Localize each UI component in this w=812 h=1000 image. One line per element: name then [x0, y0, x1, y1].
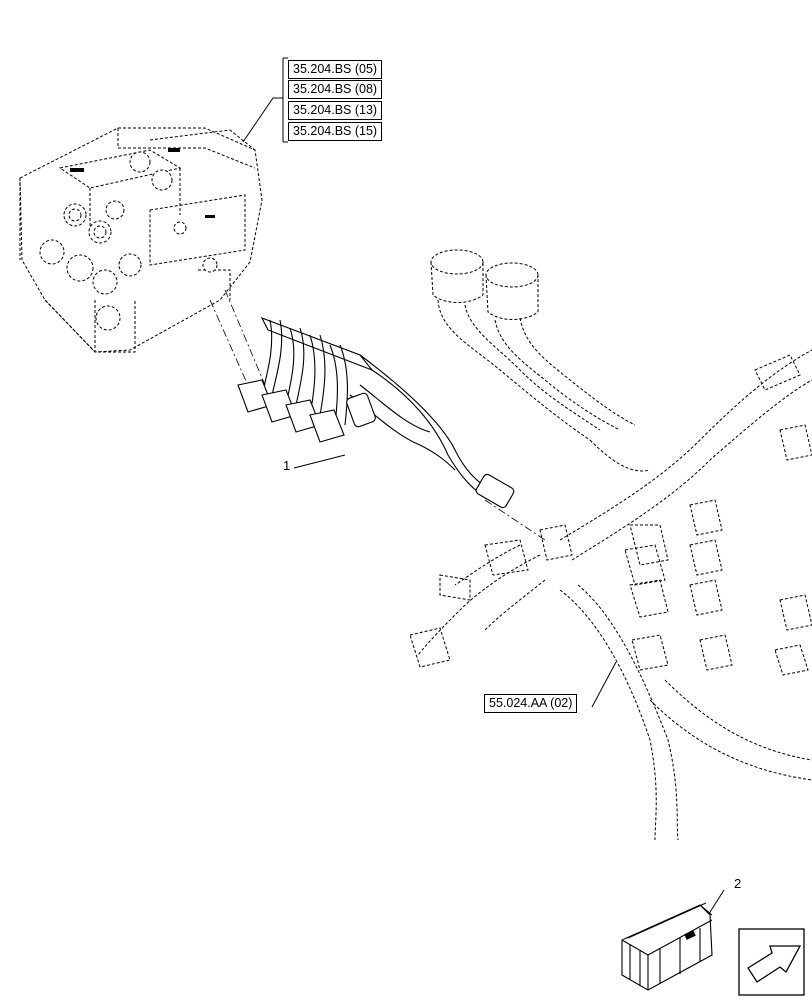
valve-harness-item-1 — [260, 316, 491, 496]
leader-lines — [293, 454, 725, 921]
callout-item-2: 2 — [734, 876, 742, 891]
assembly-guide-lines — [209, 289, 546, 541]
valve-marks — [70, 148, 215, 218]
plug-connectors — [237, 379, 515, 509]
next-page-arrow-icon[interactable] — [738, 928, 805, 996]
valve-ref-label-1[interactable]: 35.204.BS (05) — [288, 60, 383, 79]
harness-ref-label[interactable]: 55.024.AA (02) — [484, 694, 578, 713]
control-valve-block — [19, 127, 263, 353]
kit-box-item-2 — [621, 902, 713, 991]
valve-ref-label-4[interactable]: 35.204.BS (15) — [288, 122, 383, 141]
callout-item-1: 1 — [283, 458, 291, 473]
kit-box-label — [684, 930, 696, 940]
main-harness — [409, 249, 812, 841]
valve-ref-bracket — [242, 57, 288, 143]
valve-ref-label-2[interactable]: 35.204.BS (08) — [288, 80, 383, 99]
valve-ref-label-3[interactable]: 35.204.BS (13) — [288, 101, 383, 120]
valve-ports — [39, 151, 218, 331]
